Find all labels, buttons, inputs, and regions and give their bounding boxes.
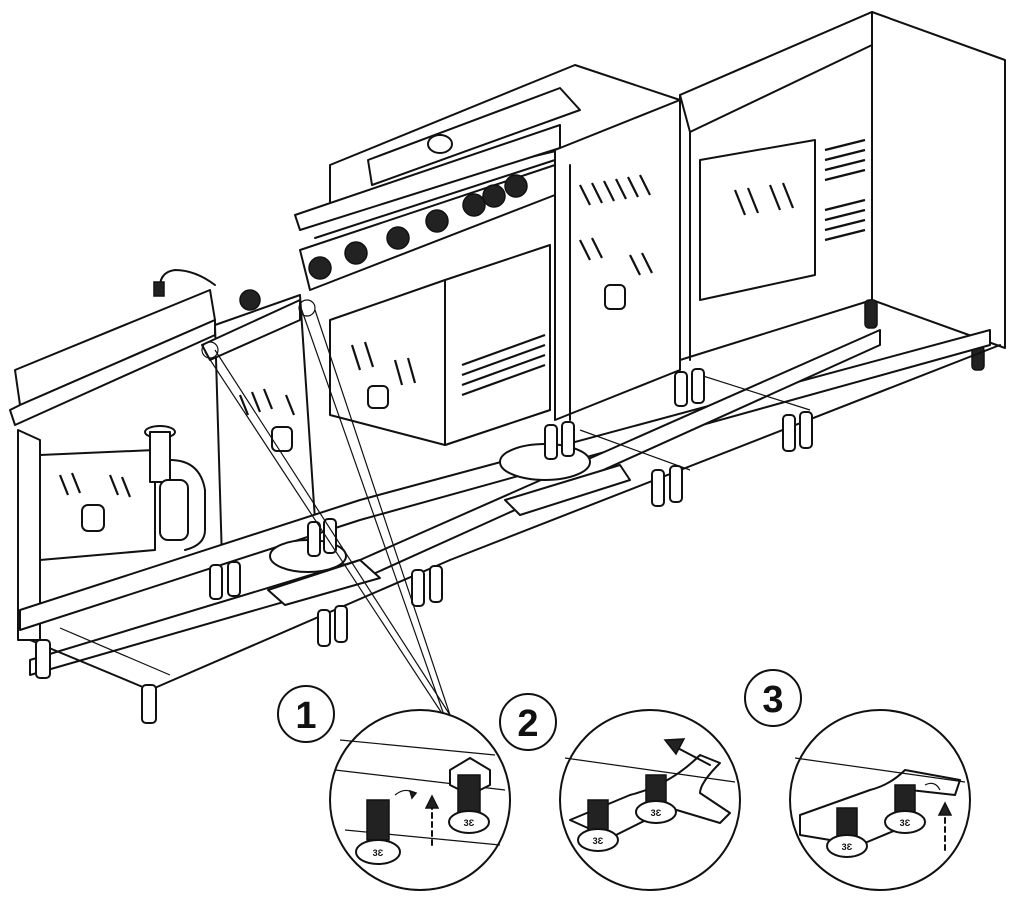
step-1-number: 1 <box>295 695 316 737</box>
bolt-icon <box>366 799 390 841</box>
step-1: 1 3Ɛ 3Ɛ <box>277 685 511 891</box>
step-1-badge <box>277 685 335 743</box>
svg-text:3Ɛ: 3Ɛ <box>842 842 853 852</box>
faucet-icon <box>158 269 216 293</box>
step-2-badge <box>499 693 557 751</box>
thermometer-icon <box>427 134 453 154</box>
grill-body <box>329 244 551 446</box>
step-2-number: 2 <box>517 703 538 745</box>
step-3-number: 3 <box>762 679 783 721</box>
side-burner-cabinet <box>554 99 681 421</box>
svg-text:3Ɛ: 3Ɛ <box>464 818 475 828</box>
legs <box>35 368 813 724</box>
svg-text:3Ɛ: 3Ɛ <box>593 836 604 846</box>
step-2: 2 3Ɛ 3Ɛ <box>499 693 741 891</box>
grill-hood <box>294 64 681 239</box>
right-cabinet <box>679 11 1006 371</box>
base-frame <box>19 329 1001 691</box>
bolt-icon <box>587 799 609 833</box>
bolt-icon <box>836 807 858 839</box>
sink-cabinet <box>9 269 216 641</box>
callout-lines <box>201 299 451 719</box>
svg-text:3Ɛ: 3Ɛ <box>900 818 911 828</box>
step-3-detail-circle <box>789 709 971 891</box>
step-1-detail-circle <box>329 709 511 891</box>
svg-text:3Ɛ: 3Ɛ <box>651 808 662 818</box>
step-3-badge <box>744 669 802 727</box>
svg-text:3Ɛ: 3Ɛ <box>373 848 384 858</box>
step-3: 3 3Ɛ 3Ɛ <box>744 669 971 891</box>
